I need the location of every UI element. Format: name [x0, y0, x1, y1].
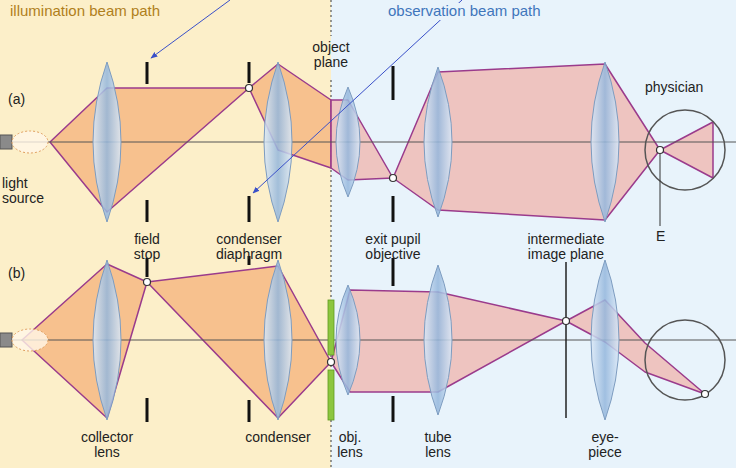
illumination-beam — [50, 88, 249, 212]
part-label: intermediate image plane — [516, 232, 616, 263]
part-label: collector lens — [72, 430, 142, 461]
objective-lens — [336, 285, 360, 395]
focal-point — [144, 279, 151, 286]
condenser-diaphragm — [248, 62, 251, 83]
eyepiece-lens — [591, 260, 619, 420]
field-stop — [146, 200, 149, 222]
part-label: field stop — [122, 232, 172, 263]
focal-point — [702, 391, 709, 398]
object-plane-line — [330, 0, 331, 36]
observation-ground — [331, 0, 736, 468]
eye — [645, 320, 725, 400]
observation-beam — [566, 300, 705, 394]
condenser-diaphragm — [248, 400, 251, 422]
part-label: eye- piece — [583, 430, 627, 461]
focal-point — [563, 318, 570, 325]
part-label: physician — [645, 80, 703, 95]
focal-point — [390, 175, 397, 182]
part-label: obj. lens — [328, 430, 372, 461]
leader-line — [660, 154, 661, 226]
part-label: tube lens — [416, 430, 460, 461]
section-title: observation beam path — [386, 3, 543, 20]
plane-label: object plane — [301, 40, 361, 71]
annotation-arrow — [253, 0, 462, 193]
exit-pupil-stop — [392, 196, 395, 222]
eye — [645, 110, 725, 190]
annotation-arrow — [151, 0, 230, 58]
lamp-bulb — [12, 329, 48, 351]
field-stop — [146, 398, 149, 422]
section-title: illumination beam path — [8, 3, 162, 20]
lamp-base — [0, 333, 12, 347]
point-label: E — [656, 229, 665, 244]
part-label: condenser diaphragm — [209, 232, 289, 263]
condenser-lens — [264, 62, 292, 222]
illumination-beam — [147, 266, 331, 418]
tube-lens — [424, 265, 452, 415]
focal-point — [246, 85, 253, 92]
specimen — [328, 370, 334, 420]
field-stop — [146, 62, 149, 84]
specimen — [328, 300, 334, 355]
part-label: light source — [2, 176, 52, 207]
exit-pupil-stop — [392, 396, 395, 422]
condenser-diaphragm — [248, 196, 251, 222]
focal-point — [657, 147, 664, 154]
eyepiece-lens — [591, 62, 619, 222]
lamp-base — [0, 135, 12, 149]
condenser-lens — [264, 260, 292, 420]
part-label: condenser — [238, 430, 318, 445]
panel-label: (a) — [8, 92, 25, 107]
tube-lens — [424, 67, 452, 217]
intermediate-image-plane — [565, 262, 567, 418]
observation-beam — [660, 122, 713, 178]
focal-point — [328, 359, 335, 366]
lamp-bulb — [12, 131, 48, 153]
illumination-ground — [0, 0, 331, 468]
panel-label: (b) — [8, 266, 25, 281]
exit-pupil-stop — [392, 66, 395, 100]
part-label: exit pupil objective — [355, 232, 431, 263]
collector-lens — [93, 62, 121, 222]
collector-lens — [93, 260, 121, 420]
objective-lens — [336, 87, 360, 197]
